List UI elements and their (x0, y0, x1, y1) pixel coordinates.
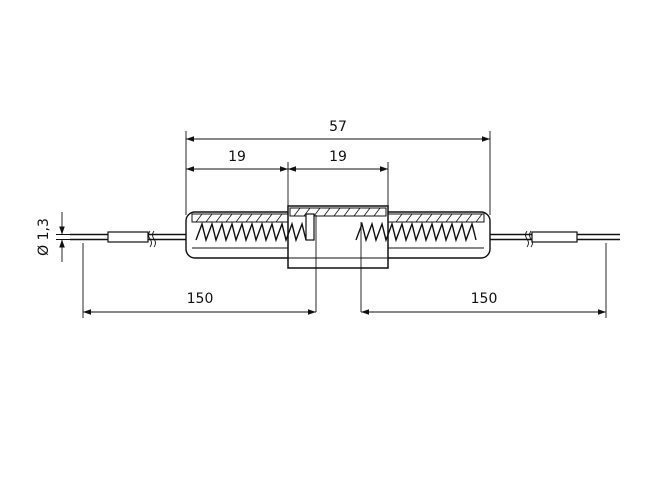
center-sleeve (287, 205, 389, 312)
dim-diameter-label: Ø 1,3 (36, 218, 52, 256)
dimension-right-lead: 150 (361, 243, 607, 318)
dim-right-section-label: 19 (329, 149, 347, 165)
left-spring (195, 221, 307, 243)
dimension-diameter: Ø 1,3 (36, 212, 108, 262)
shell-hatching (195, 213, 483, 223)
dimension-left-lead: 150 (82, 243, 316, 318)
dim-left-section-label: 19 (228, 149, 246, 165)
right-spring (355, 221, 477, 243)
left-wire-lead (70, 230, 186, 248)
dimension-overall: 57 (185, 119, 491, 215)
dim-left-lead-label: 150 (187, 291, 214, 307)
right-wire-lead (490, 230, 620, 248)
dimension-sections: 19 19 (186, 149, 389, 215)
dim-overall-label: 57 (329, 119, 347, 135)
dim-right-lead-label: 150 (471, 291, 498, 307)
